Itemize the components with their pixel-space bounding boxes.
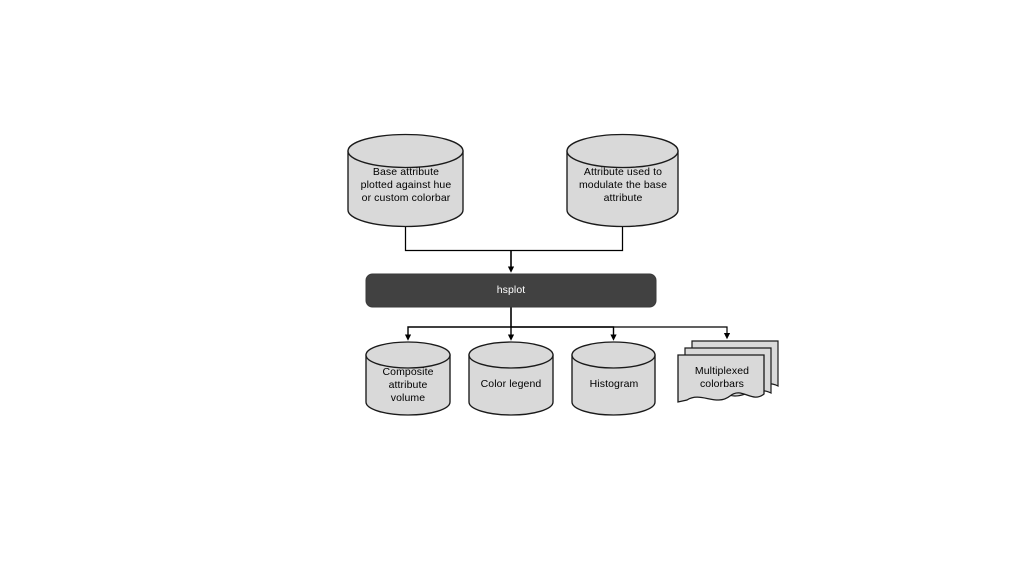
node-histogram[interactable] bbox=[571, 341, 656, 416]
connector-hsplot-to-histogram bbox=[511, 326, 617, 341]
node-composite-attribute-volume[interactable] bbox=[365, 341, 451, 416]
node-hsplot[interactable] bbox=[365, 273, 657, 308]
connector-hsplot-to-multiplexed-colorbars bbox=[511, 326, 731, 340]
connector-base-attribute-to-hsplot bbox=[404, 226, 511, 252]
node-base-attribute[interactable] bbox=[347, 133, 464, 228]
node-color-legend[interactable] bbox=[468, 341, 554, 416]
connector-modulating-attribute-to-hsplot bbox=[511, 226, 624, 252]
node-label-hsplot: hsplot bbox=[496, 284, 526, 296]
node-multiplexed-colorbars[interactable] bbox=[677, 340, 779, 403]
connector-hsplot-to-composite-attribute-volume bbox=[404, 326, 511, 341]
node-modulating-attribute[interactable] bbox=[566, 133, 679, 228]
